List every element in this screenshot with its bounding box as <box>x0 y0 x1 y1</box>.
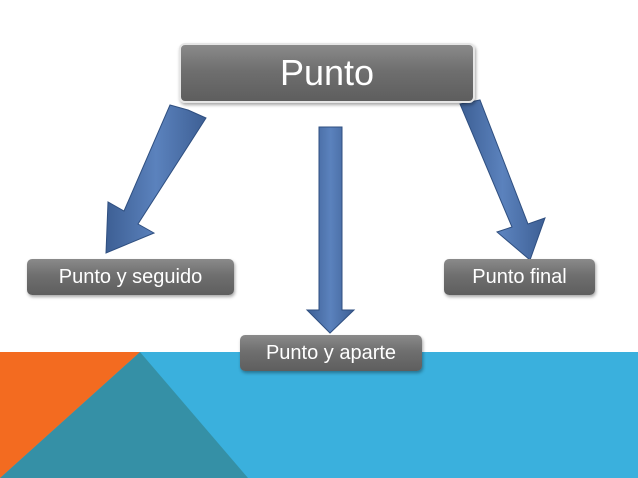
child-node-seguido: Punto y seguido <box>27 259 234 295</box>
root-node-punto: Punto <box>179 43 475 103</box>
child-node-label: Punto final <box>472 265 567 288</box>
arrow-to-middle <box>305 126 356 334</box>
arrow-to-left <box>105 104 207 254</box>
band-teal <box>0 352 248 478</box>
root-node-label: Punto <box>279 52 375 93</box>
arrow-to-right <box>459 99 546 261</box>
child-node-aparte: Punto y aparte <box>240 335 422 371</box>
child-node-label: Punto y seguido <box>58 265 203 288</box>
child-node-final: Punto final <box>444 259 595 295</box>
band-orange <box>0 352 140 478</box>
child-node-label: Punto y aparte <box>265 341 397 364</box>
